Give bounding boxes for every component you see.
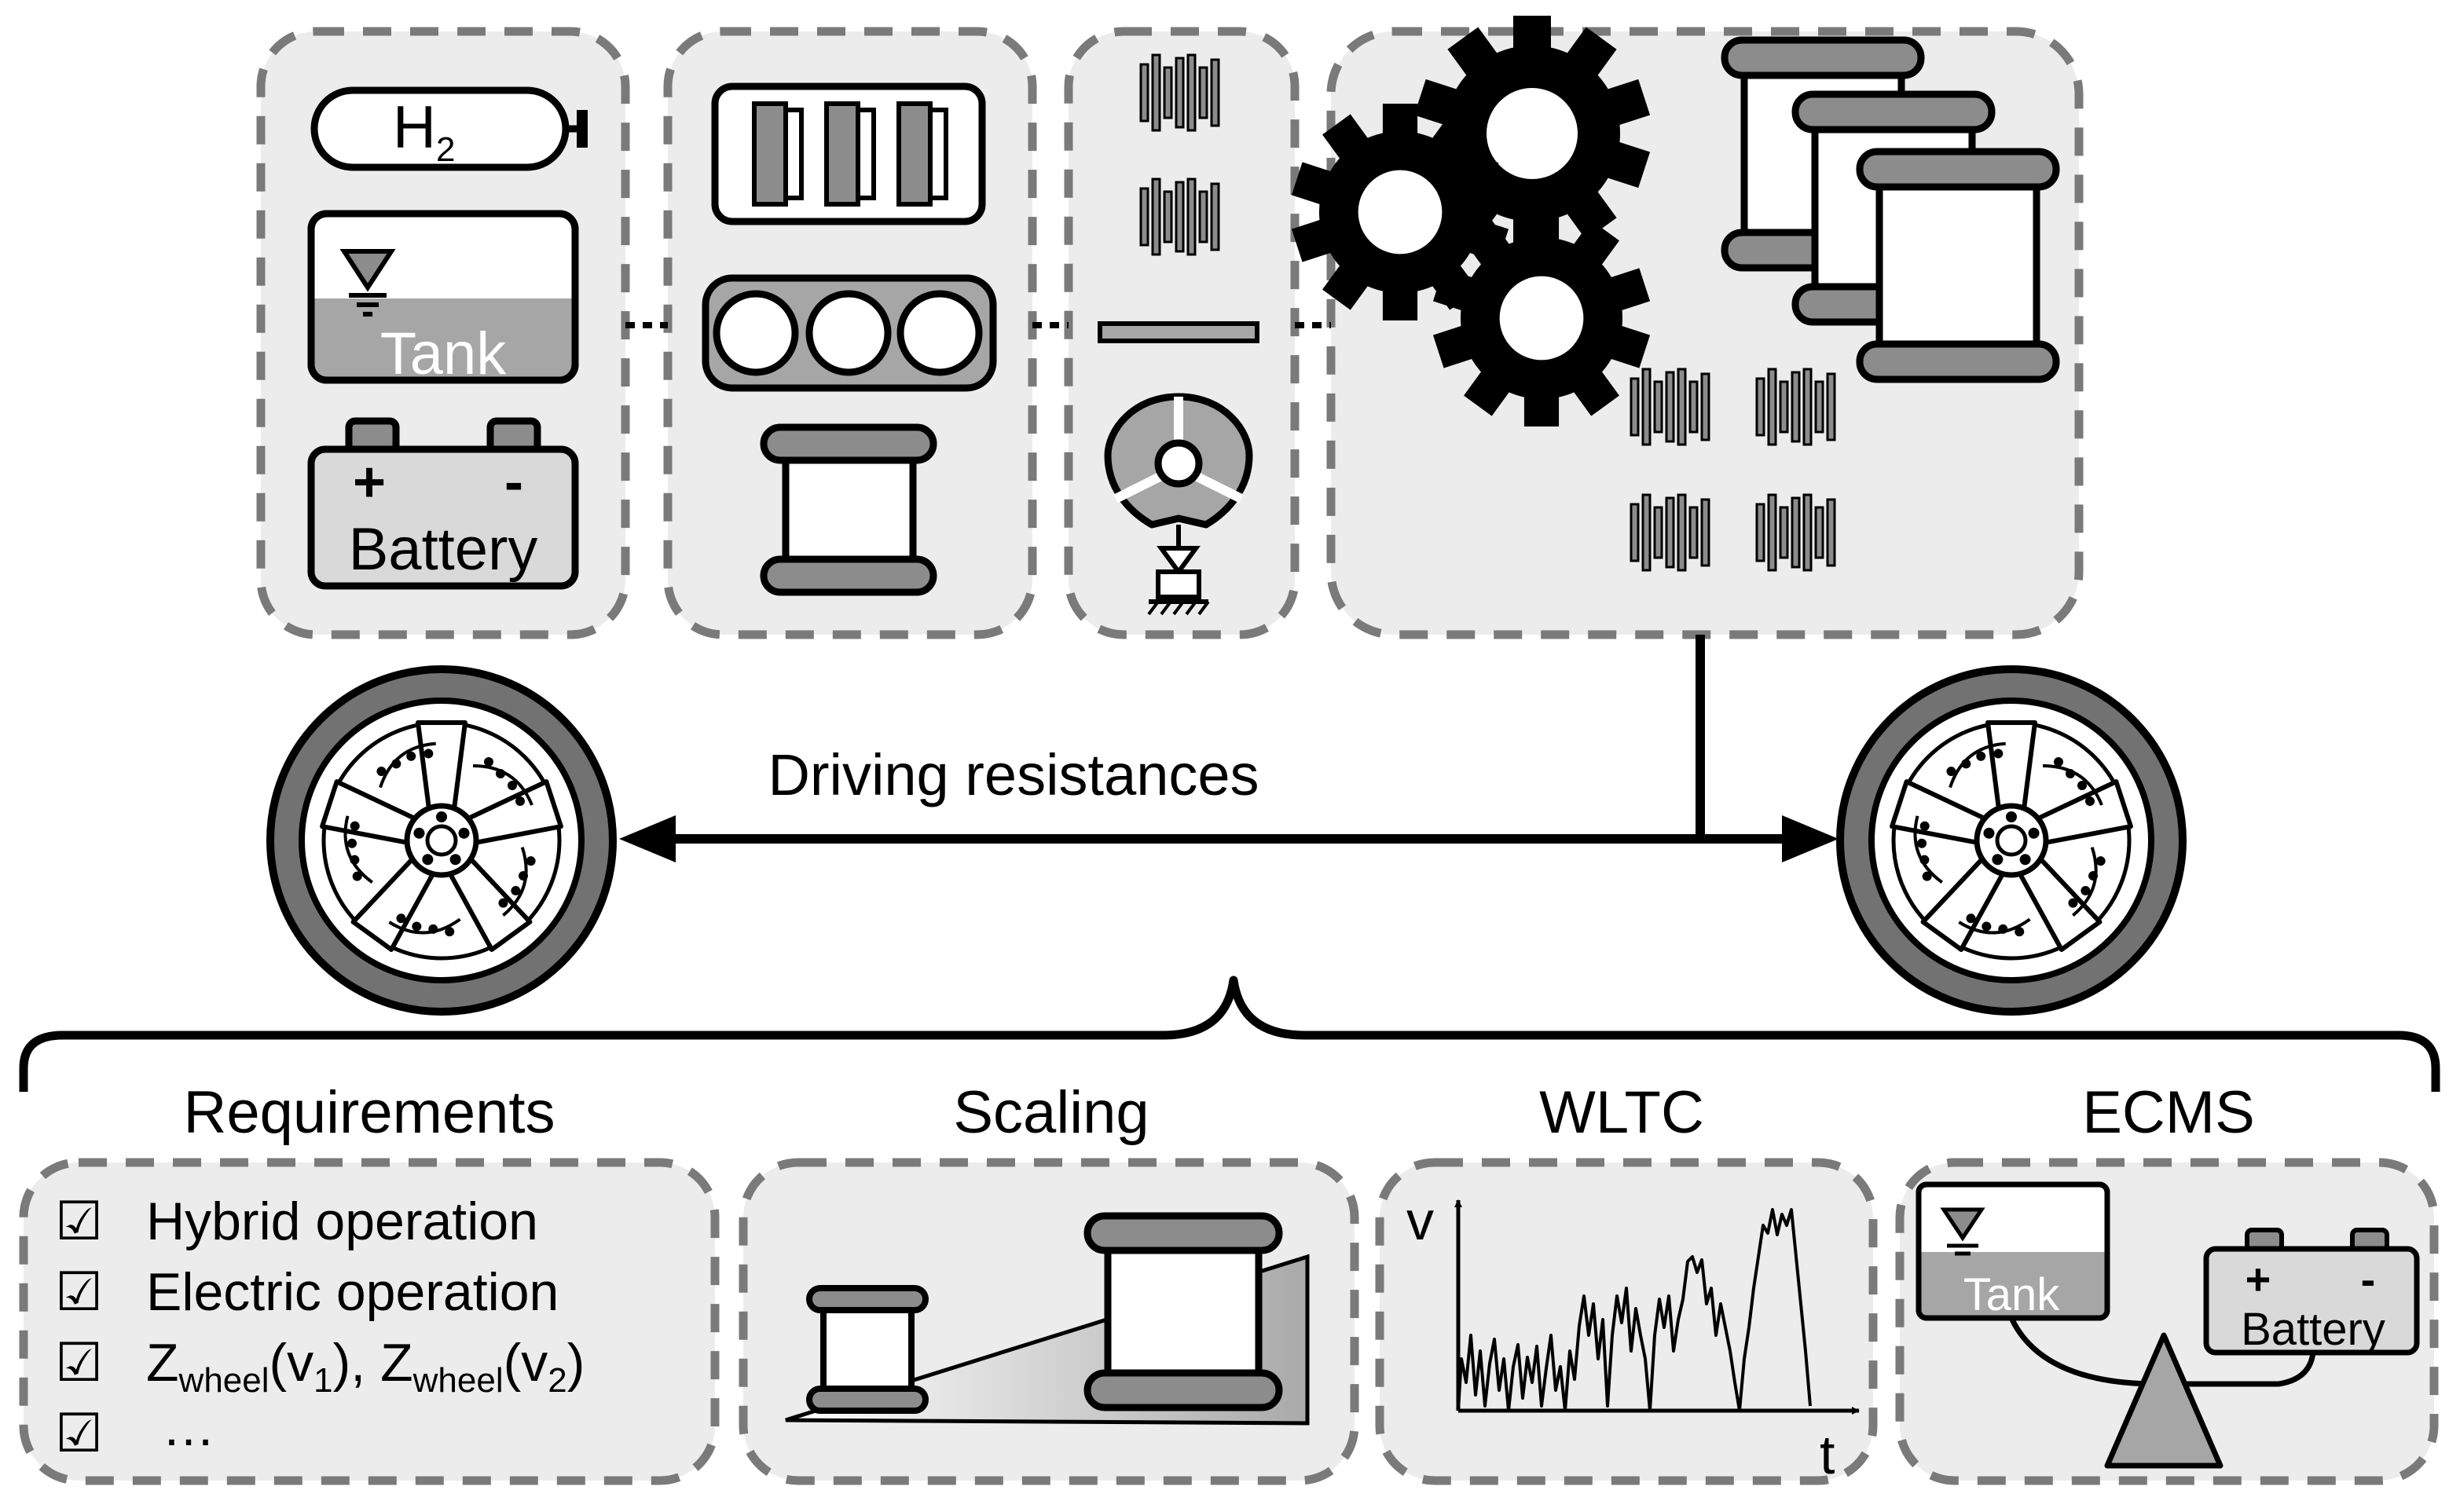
wltc-panel: v t	[1375, 1158, 1878, 1485]
tank-icon: Tank	[1916, 1181, 2110, 1321]
ecms-panel: Tank + - Battery	[1895, 1158, 2439, 1485]
coupling-panel	[1064, 27, 1300, 639]
converter-panel	[663, 27, 1037, 639]
drivetrain-axle	[619, 635, 1839, 862]
checkbox-icon: ☑	[55, 1192, 103, 1251]
ecms-battery-plus: +	[2246, 1254, 2271, 1304]
scaling-panel	[739, 1158, 1359, 1485]
curly-brace	[19, 976, 2440, 1092]
scaling-title: Scaling	[953, 1079, 1149, 1146]
gear-icon	[1432, 210, 1651, 427]
checkbox-icon: ☑	[55, 1333, 103, 1393]
electric-machine-icon-large	[1083, 1212, 1283, 1411]
electric-machine-icon	[760, 423, 937, 596]
battery-icon: + - Battery	[307, 417, 579, 590]
battery-label: Battery	[349, 516, 538, 583]
requirement-item-zwheel: Zwheel(v1), Zwheel(v2)	[146, 1333, 585, 1400]
balance-fulcrum	[2104, 1332, 2224, 1469]
requirement-item: Electric operation	[146, 1262, 559, 1322]
driving-resistances-label: Driving resistances	[768, 742, 1259, 807]
checkbox-icon: ☑	[55, 1262, 103, 1322]
wltc-axis-x-label: t	[1820, 1424, 1835, 1485]
shaft-icon	[1098, 321, 1259, 343]
wheel-icon	[270, 669, 613, 1012]
ecms-tank-label: Tank	[1963, 1269, 2061, 1320]
ecms-battery-minus: -	[2361, 1254, 2376, 1304]
requirements-panel: ☑ Hybrid operation ☑ Electric operation …	[19, 1158, 720, 1485]
wltc-title: WLTC	[1539, 1079, 1704, 1146]
h2-tank-icon: H 2	[310, 86, 588, 171]
ecms-battery-label: Battery	[2241, 1304, 2385, 1355]
battery-minus-label: -	[504, 451, 523, 514]
balance-beam	[2008, 1316, 2316, 1387]
engine-icon	[702, 274, 997, 392]
requirements-title: Requirements	[183, 1079, 555, 1146]
electric-machine-icon-small	[806, 1285, 929, 1414]
h2-tank-label: H	[393, 94, 436, 161]
transmission-panel	[1291, 16, 2084, 639]
wltc-axis-y-label: v	[1406, 1190, 1434, 1251]
wltc-speed-trace	[1457, 1208, 1812, 1412]
wheel-icon	[1840, 669, 2183, 1012]
battery-plus-label: +	[353, 451, 386, 514]
checkbox-icon: ☑	[55, 1404, 103, 1463]
electric-machine-icon	[1860, 152, 2056, 379]
tank-icon: Tank	[307, 210, 579, 387]
fuel-cell-stack-icon	[711, 82, 986, 225]
ecms-title: ECMS	[2082, 1079, 2255, 1146]
requirement-item: …	[162, 1397, 215, 1457]
h2-tank-subscript: 2	[436, 130, 455, 169]
energy-storage-panel: H 2 Tank + - Battery	[256, 27, 630, 639]
tank-label: Tank	[380, 320, 508, 387]
turbine-icon	[1104, 393, 1253, 616]
requirement-item: Hybrid operation	[146, 1192, 538, 1251]
battery-icon: + - Battery	[2203, 1228, 2420, 1356]
